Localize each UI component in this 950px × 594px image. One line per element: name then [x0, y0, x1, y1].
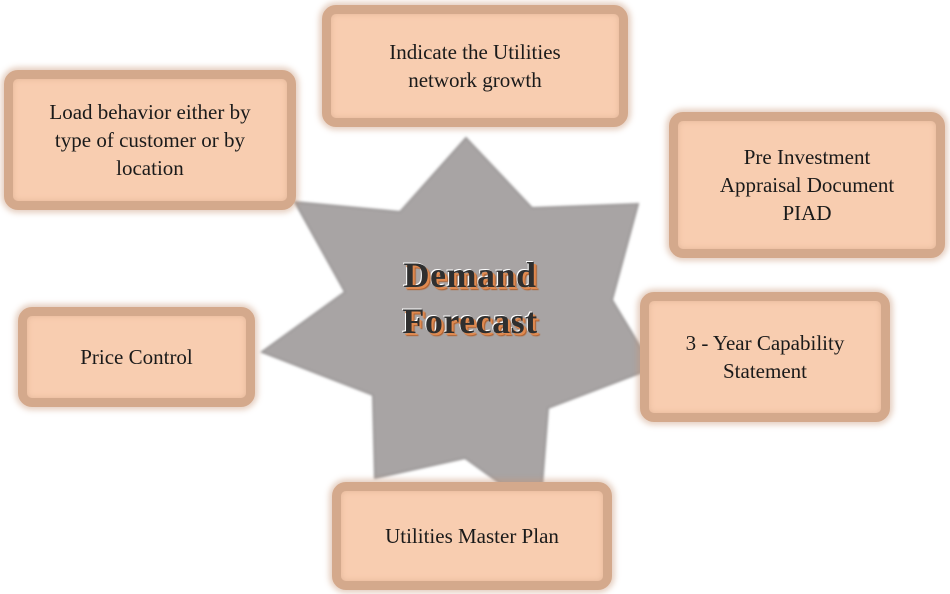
- node-price-control-label: Price Control: [80, 345, 193, 369]
- node-master-plan: Utilities Master Plan: [332, 482, 612, 590]
- center-title-line2: Forecast: [402, 301, 538, 341]
- node-master-plan-label: Utilities Master Plan: [385, 524, 559, 548]
- node-capability-statement: 3 - Year Capability Statement: [640, 292, 890, 422]
- star-shape: [259, 136, 655, 514]
- demand-forecast-title: Demand Forecast: [360, 252, 580, 344]
- center-title-line1: Demand: [403, 255, 537, 295]
- node-network-growth-label: Indicate the Utilities network growth: [389, 40, 561, 92]
- node-capability-statement-label: 3 - Year Capability Statement: [685, 331, 845, 383]
- node-load-behavior: Load behavior either by type of customer…: [4, 70, 296, 210]
- node-load-behavior-label: Load behavior either by type of customer…: [49, 100, 251, 180]
- node-network-growth: Indicate the Utilities network growth: [322, 5, 628, 127]
- node-piad-label: Pre Investment Appraisal Document PIAD: [719, 145, 895, 225]
- node-piad: Pre Investment Appraisal Document PIAD: [669, 112, 945, 258]
- node-price-control: Price Control: [18, 307, 255, 407]
